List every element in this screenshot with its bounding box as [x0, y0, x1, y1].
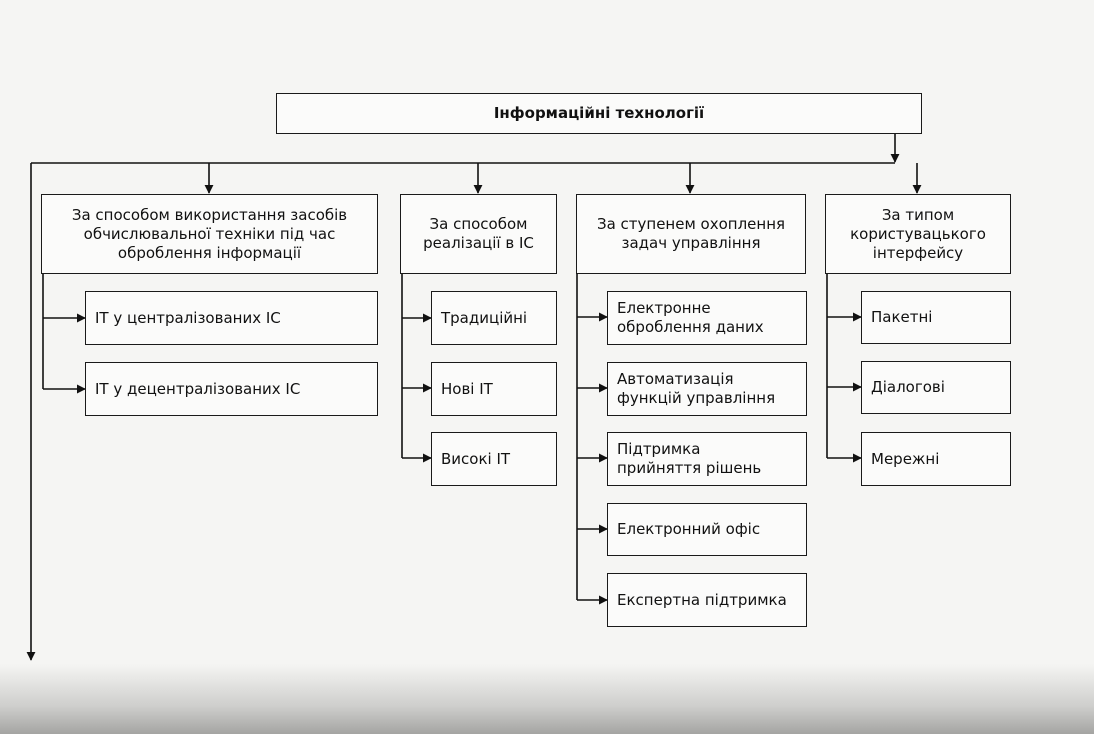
leaf-node: Автоматизація функцій управління — [607, 362, 807, 416]
root-node: Інформаційні технології — [276, 93, 922, 134]
leaf-node: Мережні — [861, 432, 1011, 486]
leaf-node: Діалогові — [861, 361, 1011, 414]
scan-shadow — [0, 664, 1094, 734]
leaf-node: Нові ІТ — [431, 362, 557, 416]
leaf-node: ІТ у децентралізованих ІС — [85, 362, 378, 416]
category-node: За способом використання засобів обчислю… — [41, 194, 378, 274]
leaf-node: Електронний офіс — [607, 503, 807, 556]
leaf-node: Пакетні — [861, 291, 1011, 344]
leaf-node: Традиційні — [431, 291, 557, 345]
category-node: За типом користувацького інтерфейсу — [825, 194, 1011, 274]
leaf-node: ІТ у централізованих ІС — [85, 291, 378, 345]
category-node: За способом реалізації в ІС — [400, 194, 557, 274]
leaf-node: Підтримка прийняття рішень — [607, 432, 807, 486]
leaf-node: Експертна підтримка — [607, 573, 807, 627]
leaf-node: Високі ІТ — [431, 432, 557, 486]
category-node: За ступенем охоплення задач управління — [576, 194, 806, 274]
leaf-node: Електронне оброблення даних — [607, 291, 807, 345]
